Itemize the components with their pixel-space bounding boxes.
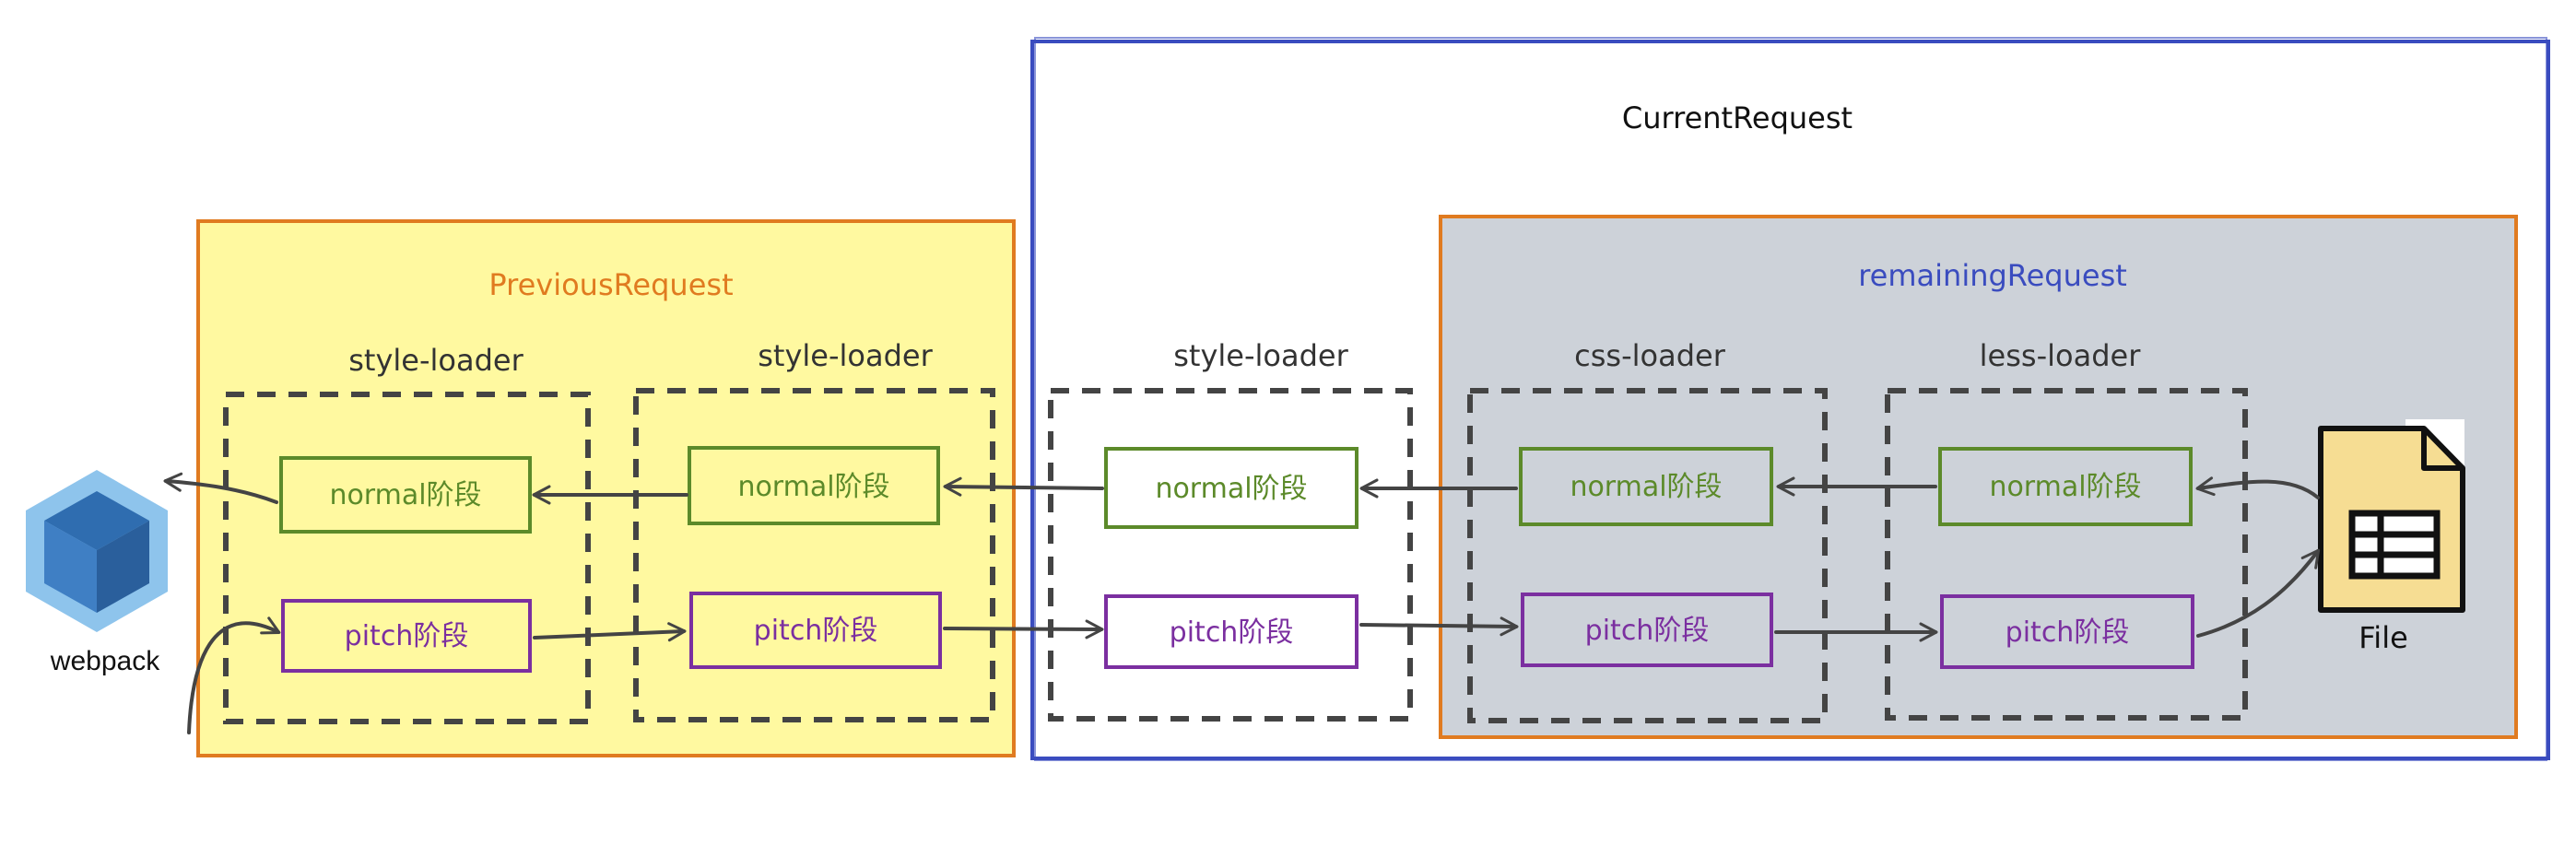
pitch-stage-label: pitch阶段 (1170, 616, 1294, 649)
pitch-stage-box (1521, 593, 1773, 667)
loader-css-loader: css-loader normal阶段 pitch阶段 (1467, 338, 1828, 723)
pitch-stage-box (1940, 594, 2194, 669)
remaining-request-title: remainingRequest (1858, 258, 2127, 293)
pitch-stage-label: pitch阶段 (2006, 616, 2130, 649)
loader-name: style-loader (348, 343, 523, 378)
normal-stage-label: normal阶段 (1155, 473, 1307, 505)
pitch-stage-label: pitch阶段 (345, 620, 469, 652)
normal-stage-box (1104, 447, 1359, 529)
pitch-flow-arrows (187, 548, 2321, 734)
file-icon (2318, 419, 2465, 613)
loader-name: less-loader (1980, 338, 2142, 373)
loader-style-loader-2: style-loader normal阶段 pitch阶段 (633, 338, 995, 722)
webpack-label: webpack (50, 646, 160, 676)
pitch-stage-box (1104, 594, 1359, 669)
loader-style-loader-3: style-loader normal阶段 pitch阶段 (1048, 338, 1413, 722)
pitch-stage-label: pitch阶段 (1585, 615, 1710, 647)
normal-stage-label: normal阶段 (1570, 471, 1722, 503)
current-request-title: CurrentRequest (1622, 100, 1853, 135)
pitch-stage-label: pitch阶段 (754, 615, 878, 647)
normal-stage-box (1938, 447, 2193, 526)
normal-stage-box (1519, 447, 1773, 526)
previous-request-region: PreviousRequest (196, 219, 1016, 757)
loader-name: css-loader (1574, 338, 1726, 373)
webpack-entry: webpack (26, 470, 168, 676)
normal-flow-arrows (163, 472, 2320, 505)
pitch-stage-box (281, 599, 532, 673)
normal-stage-label: normal阶段 (737, 471, 889, 503)
loader-name: style-loader (1173, 338, 1348, 373)
current-request-region: CurrentRequest (1030, 37, 2550, 761)
normal-stage-box (279, 456, 532, 534)
loader-name: style-loader (758, 338, 933, 373)
normal-stage-label: normal阶段 (1989, 471, 2141, 503)
previous-request-title: PreviousRequest (488, 267, 733, 302)
loader-less-loader: less-loader normal阶段 pitch阶段 (1885, 338, 2248, 721)
file-resource: File (2318, 419, 2465, 655)
webpack-logo-icon (26, 470, 168, 632)
loader-style-loader-1: style-loader normal阶段 pitch阶段 (223, 343, 591, 724)
normal-stage-box (688, 446, 940, 525)
pitch-stage-box (689, 592, 942, 669)
file-label: File (2358, 620, 2408, 655)
normal-stage-label: normal阶段 (329, 479, 481, 511)
